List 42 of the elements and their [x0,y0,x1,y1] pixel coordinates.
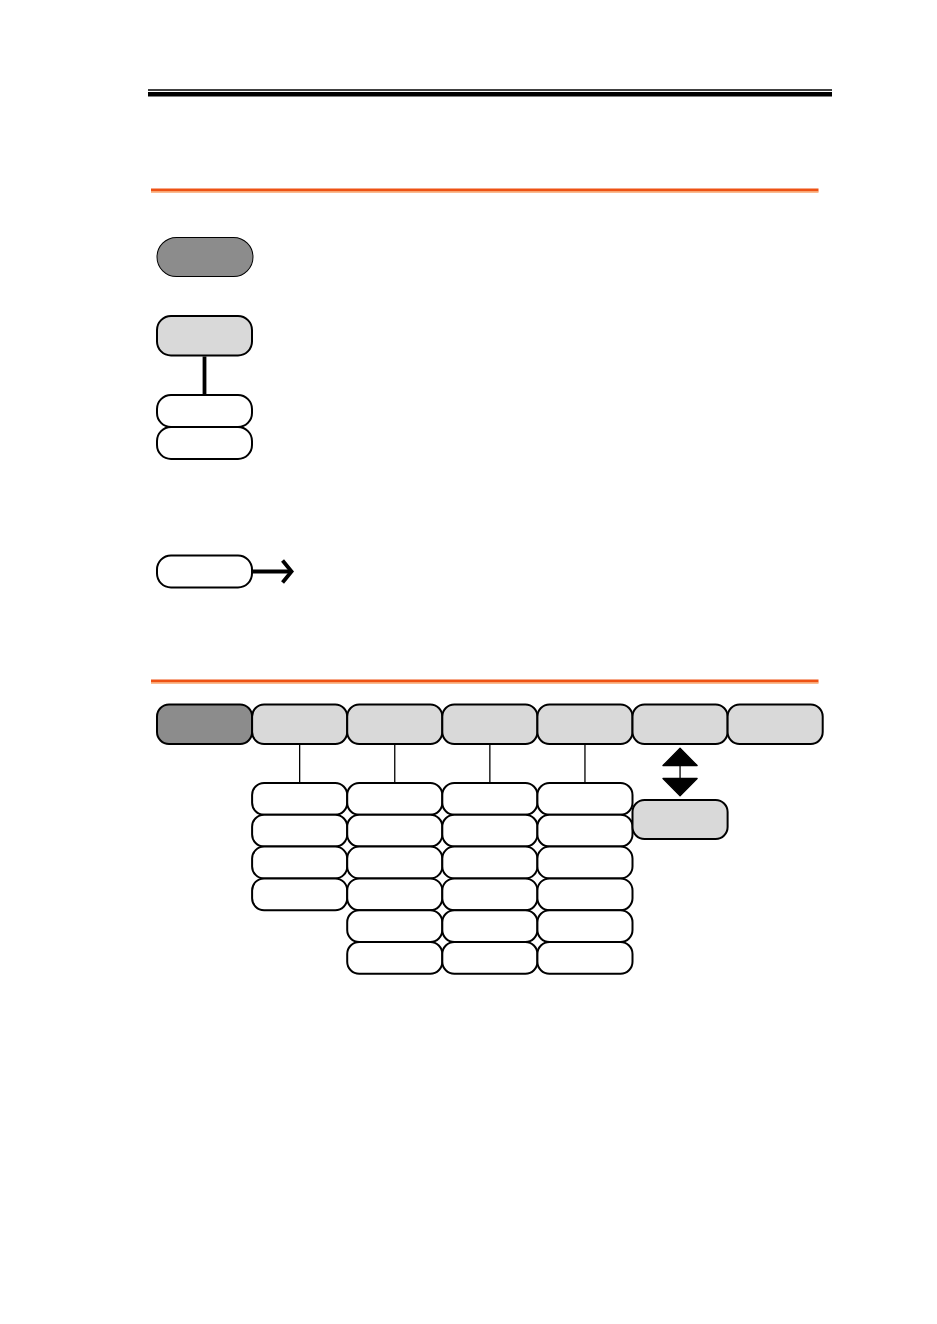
rounded-box [441,813,539,848]
connector-line [584,744,586,783]
rounded-box [441,703,539,745]
rounded-box [536,703,634,745]
rounded-box [156,315,253,357]
rounded-box [346,782,444,816]
arrow [253,559,294,584]
rounded-box [536,877,634,912]
connector-line [299,744,301,783]
rounded-box [631,703,729,745]
rounded-box [251,813,349,848]
rounded-box [156,554,253,589]
rounded-box [251,782,349,816]
rounded-box [346,813,444,848]
rounded-box [251,703,349,745]
rounded-box [156,394,253,428]
rounded-box [441,845,539,880]
rounded-box [441,877,539,912]
rounded-box [536,909,634,943]
rounded-box [346,877,444,912]
rounded-box [156,426,253,460]
rounded-box [251,845,349,880]
rounded-box [441,909,539,943]
pill-shape [156,237,254,277]
rounded-box [346,941,444,975]
rounded-box [726,703,824,745]
rounded-box [346,703,444,745]
rounded-box [441,941,539,975]
rounded-box [536,782,634,816]
connector-line [394,744,396,783]
rounded-box [441,782,539,816]
up-down-arrow [662,747,698,797]
connector-line [489,744,491,783]
rounded-box [251,877,349,912]
rounded-box [536,813,634,848]
connector-line [202,356,207,394]
rounded-box [346,845,444,880]
rounded-box [536,941,634,975]
rounded-box [536,845,634,880]
rounded-box [631,799,729,840]
rounded-box [346,909,444,943]
rounded-box [156,703,254,745]
